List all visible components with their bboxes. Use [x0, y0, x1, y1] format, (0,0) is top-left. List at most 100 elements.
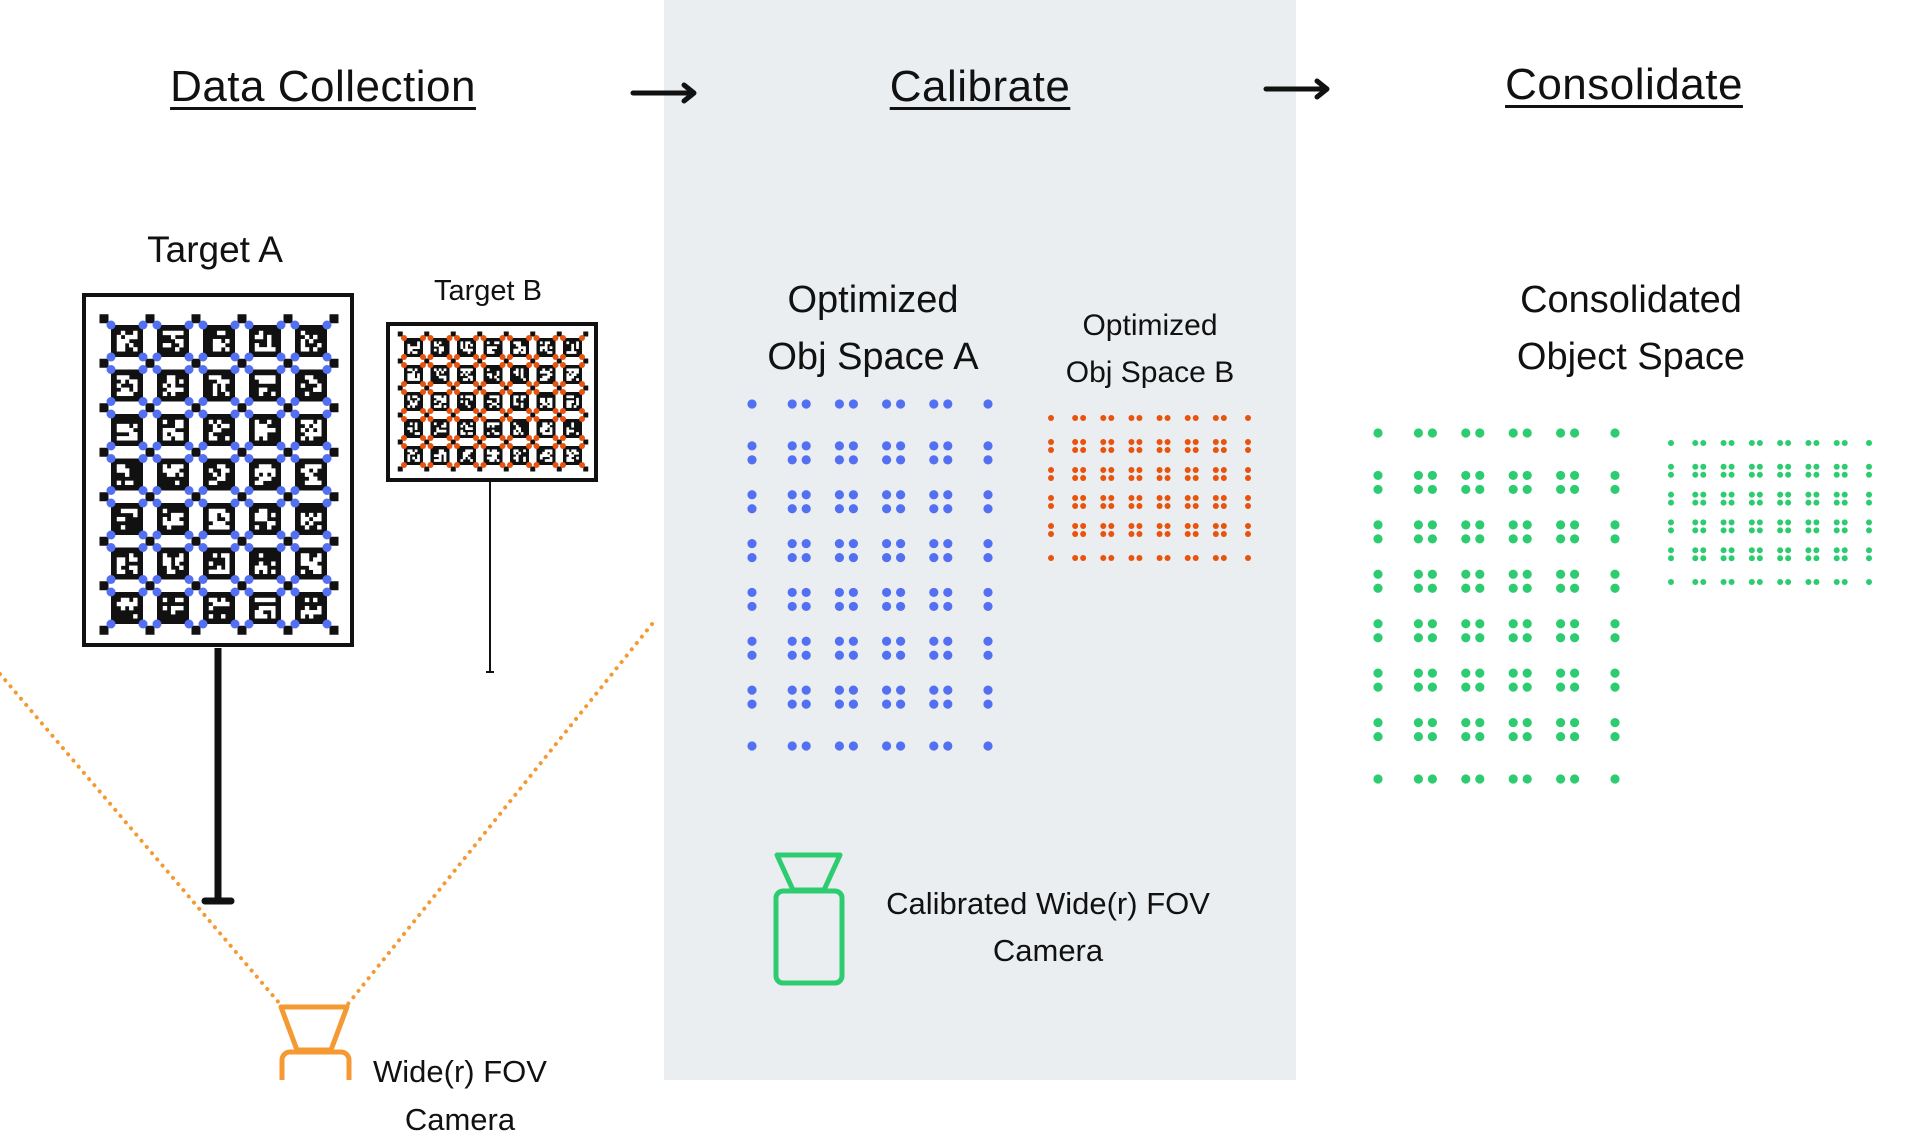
object-point	[1108, 475, 1115, 481]
detected-corner-point	[420, 354, 426, 360]
detected-corner-point	[560, 443, 566, 449]
object-point	[1785, 519, 1792, 526]
detected-corner-point	[480, 335, 487, 341]
detected-corner-point	[290, 454, 300, 463]
object-point	[1556, 520, 1566, 530]
object-point	[929, 399, 939, 409]
object-point	[983, 455, 993, 465]
checker-corner	[530, 466, 536, 472]
detected-corner-point	[420, 389, 426, 395]
checker-corner	[424, 466, 430, 472]
checker-corner	[503, 466, 509, 472]
object-point	[1700, 547, 1707, 554]
detected-corner-point	[198, 365, 208, 374]
checker-corner	[450, 385, 456, 391]
object-point	[929, 601, 939, 612]
detected-corner-point	[401, 354, 407, 360]
detected-corner-point	[579, 389, 585, 395]
camera-label-line1: Wide(r) FOV	[373, 1054, 547, 1089]
detected-corner-point	[480, 462, 487, 468]
object-point	[1720, 579, 1727, 585]
object-point	[1475, 470, 1485, 481]
checker-corner	[424, 358, 430, 364]
detected-corner-point	[526, 408, 532, 414]
object-point	[1212, 447, 1219, 453]
object-point	[1072, 447, 1079, 453]
object-point	[943, 636, 953, 646]
object-point	[1692, 471, 1699, 478]
detected-corner-point	[198, 619, 208, 629]
detected-corner-point	[454, 408, 460, 414]
object-point	[801, 741, 811, 751]
object-point	[1668, 519, 1674, 526]
object-point	[1720, 440, 1727, 446]
object-point	[1748, 579, 1755, 585]
checker-corner	[583, 331, 589, 337]
detected-corner-point	[152, 575, 162, 584]
object-point	[1700, 579, 1707, 585]
object-point	[1805, 519, 1812, 526]
object-point	[801, 699, 811, 709]
object-point	[1522, 520, 1532, 530]
object-point	[1156, 523, 1163, 529]
object-point	[1192, 439, 1199, 445]
object-point	[896, 552, 906, 563]
object-point	[1475, 583, 1485, 593]
object-point	[787, 490, 797, 500]
detected-corner-point	[473, 416, 479, 422]
checker-corner	[450, 358, 456, 364]
detected-corner-point	[184, 587, 194, 597]
checker-corner	[424, 412, 430, 418]
detected-corner-point	[322, 543, 332, 552]
object-point	[834, 650, 845, 660]
object-point	[1156, 447, 1163, 453]
object-point	[1080, 467, 1087, 473]
object-point	[1866, 555, 1872, 562]
detected-corner-point	[138, 397, 148, 406]
object-point	[1136, 523, 1143, 529]
detected-corner-point	[427, 354, 434, 360]
object-point	[1100, 439, 1107, 445]
object-point	[834, 455, 845, 465]
object-point	[1610, 428, 1620, 438]
object-point	[1156, 475, 1163, 481]
object-point	[1048, 475, 1054, 481]
object-point	[1192, 475, 1199, 481]
object-point	[1108, 415, 1115, 421]
object-point	[943, 490, 953, 500]
object-point	[1220, 503, 1227, 509]
object-point	[1785, 579, 1792, 585]
object-point	[801, 399, 811, 409]
object-point	[1128, 523, 1135, 529]
object-point	[1668, 499, 1674, 506]
object-point	[1048, 495, 1054, 501]
detected-corner-point	[322, 587, 332, 597]
object-point	[1164, 495, 1171, 501]
object-point	[1220, 415, 1227, 421]
object-point	[1610, 484, 1620, 495]
detected-corner-point	[499, 362, 506, 368]
object-point	[1128, 495, 1135, 501]
detected-corner-point	[230, 575, 240, 584]
detected-corner-point	[454, 335, 460, 341]
object-point	[1728, 555, 1735, 562]
detected-corner-point	[290, 498, 300, 508]
object-point	[1833, 440, 1840, 446]
object-point	[801, 650, 811, 660]
checker-corner	[477, 412, 483, 418]
detected-corner-point	[184, 352, 194, 362]
checker-corner	[237, 581, 247, 591]
object-point	[848, 699, 859, 709]
checker-corner	[191, 625, 201, 635]
detected-corner-point	[480, 389, 487, 395]
object-point	[1720, 519, 1727, 526]
object-point	[1692, 519, 1699, 526]
detected-corner-point	[106, 498, 116, 508]
object-point	[1700, 555, 1707, 562]
object-point	[1833, 499, 1840, 506]
object-point	[1785, 527, 1792, 534]
detected-corner-point	[526, 443, 532, 449]
object-point	[1700, 440, 1707, 446]
object-point	[1184, 531, 1191, 537]
object-point	[1508, 619, 1518, 629]
